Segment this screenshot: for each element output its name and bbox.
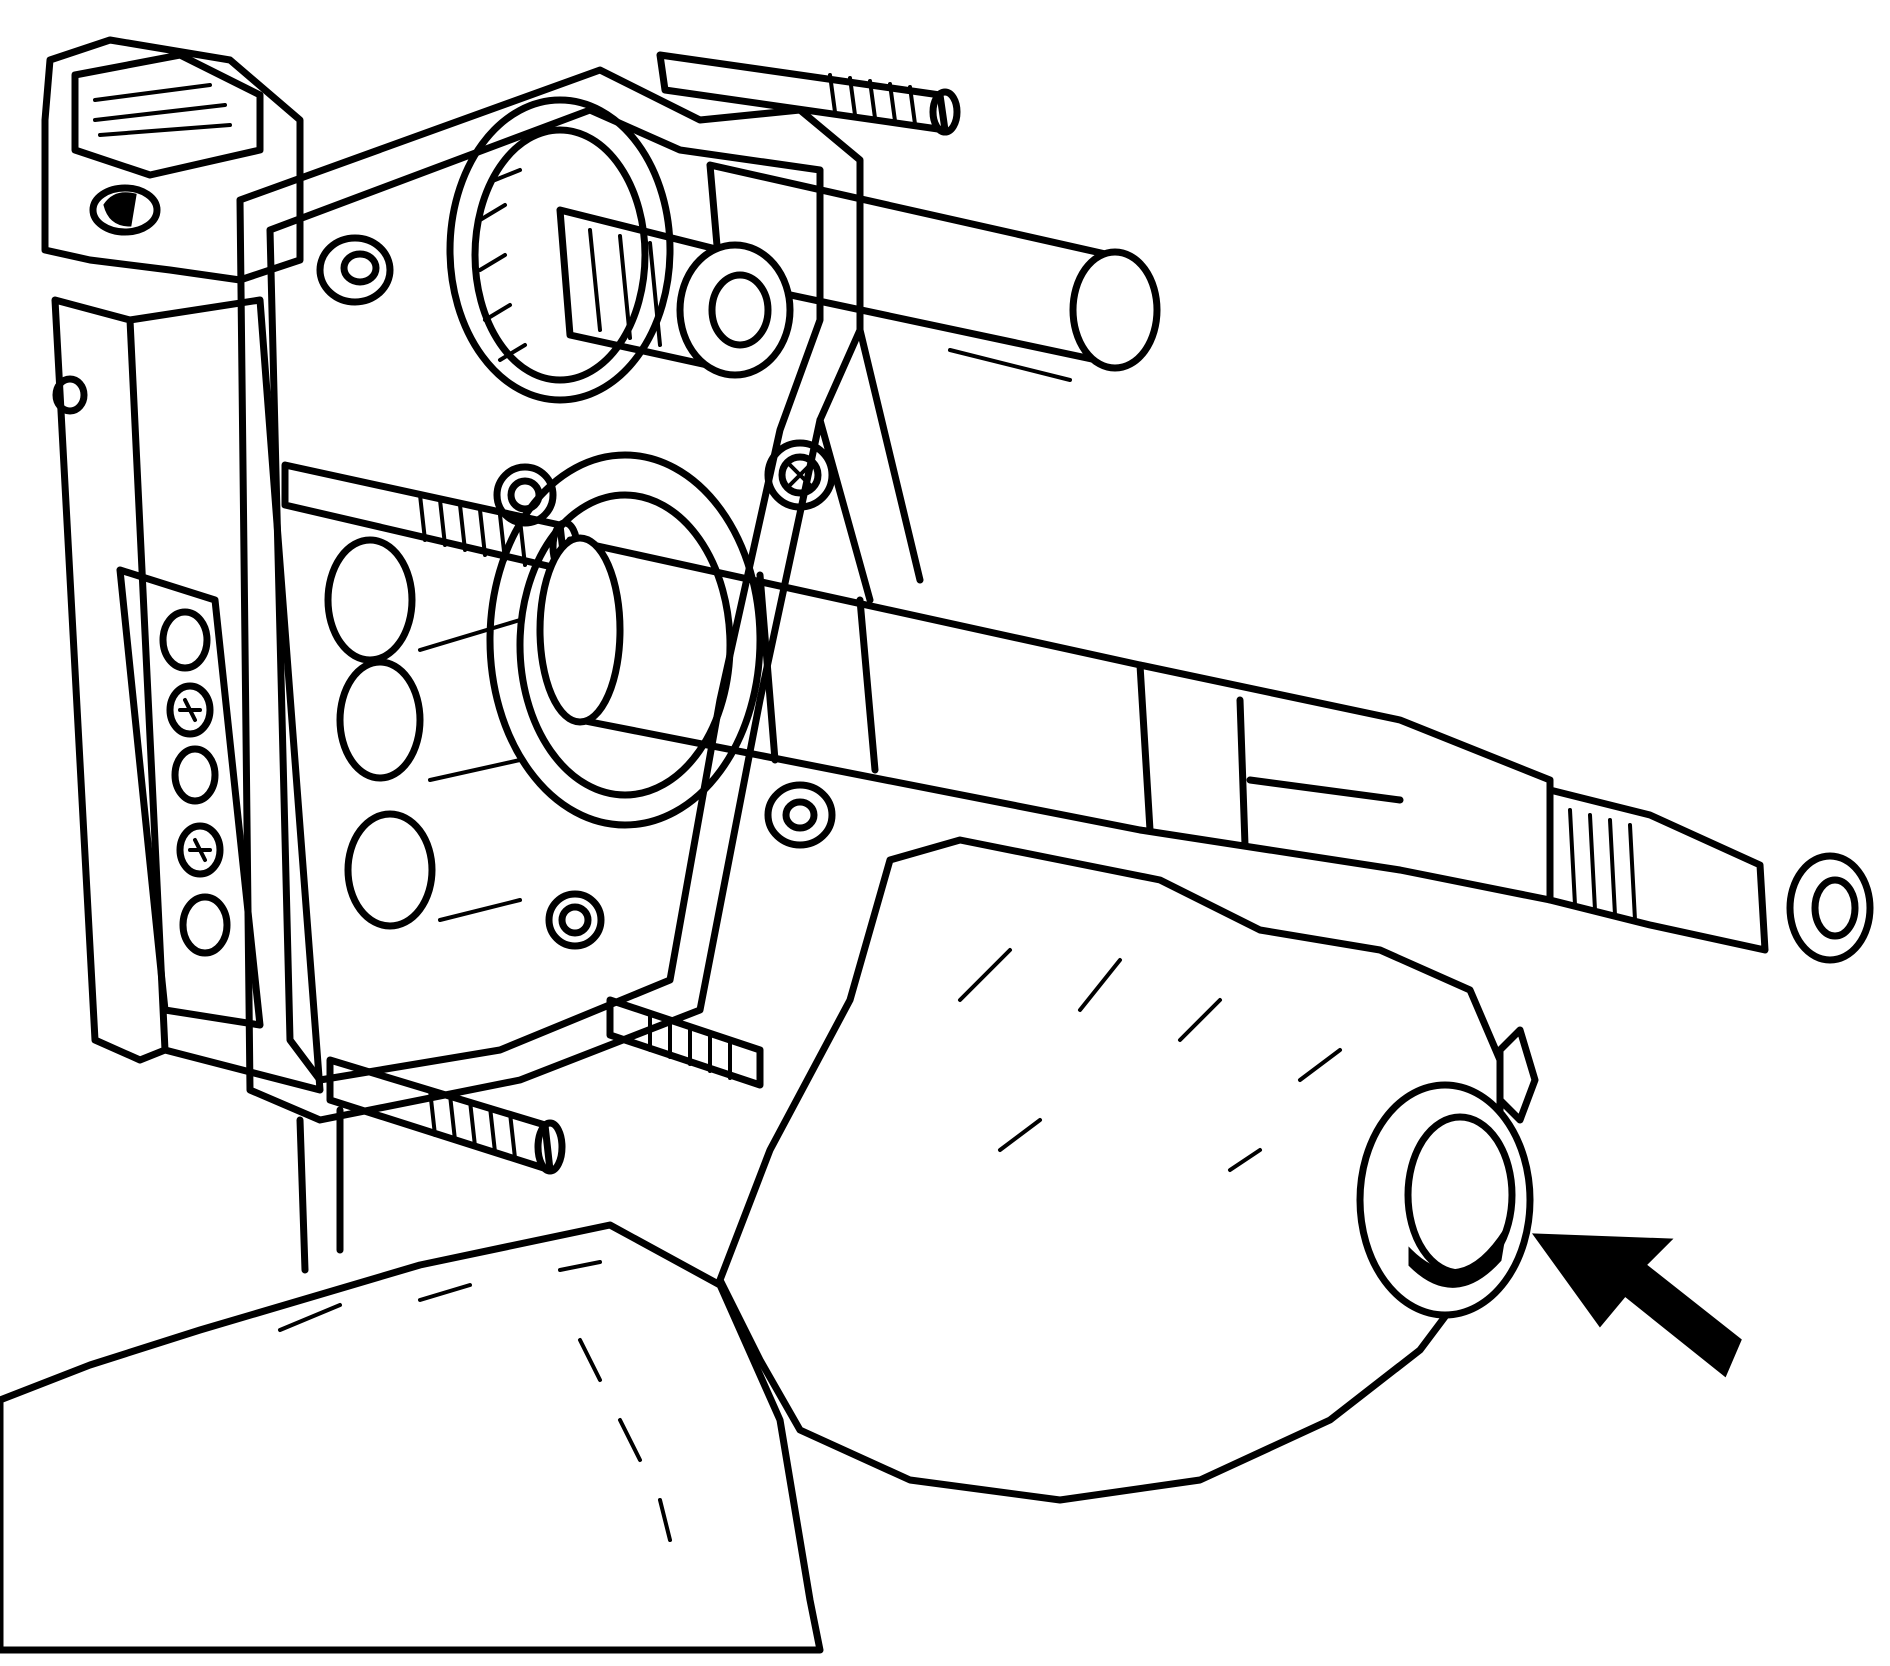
hand-holding-bearing-cup	[0, 836, 1539, 1654]
callout-arrow	[1531, 1233, 1742, 1378]
mainshaft	[536, 534, 1874, 964]
gearbox-housing	[41, 36, 924, 1274]
countershaft	[556, 161, 1161, 382]
